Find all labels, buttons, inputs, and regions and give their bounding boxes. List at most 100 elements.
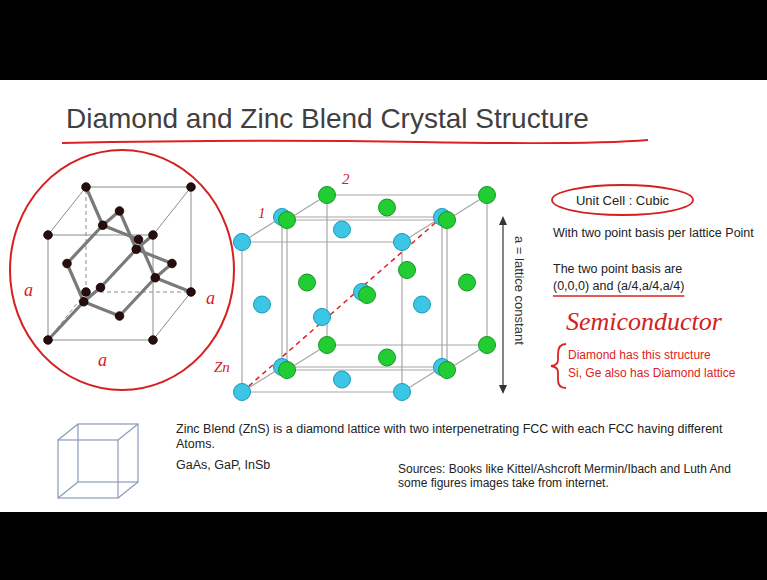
green-atom (379, 349, 396, 366)
atom (82, 183, 91, 192)
atom-label: Zn (212, 358, 232, 376)
cyan-atom (414, 296, 431, 313)
cyan-atom (314, 309, 331, 326)
bond (101, 249, 137, 287)
green-atom (439, 362, 456, 379)
top-bar (0, 0, 767, 80)
diamond-lattice (44, 183, 196, 345)
cube-edge (86, 187, 87, 292)
green-atom (459, 274, 476, 291)
cube-edge (191, 187, 192, 292)
bond (86, 187, 103, 225)
cyan-atom (234, 234, 251, 251)
cyan-atom (334, 221, 351, 238)
atom (151, 273, 160, 282)
atom (79, 297, 88, 306)
cube-edge (86, 187, 191, 188)
body-text: GaAs, GaP, InSb (176, 458, 270, 473)
cube-edge (48, 340, 153, 341)
atom (149, 231, 158, 240)
bond (136, 249, 172, 263)
bond (67, 225, 103, 263)
title-underline (62, 140, 648, 143)
atom (63, 259, 72, 268)
green-atom (479, 337, 496, 354)
cube-edge (327, 194, 487, 195)
emphasis-underline (553, 295, 684, 296)
note-text: The two point basis are (553, 262, 682, 277)
cyan-atom (394, 234, 411, 251)
bond (67, 264, 84, 302)
atom (96, 283, 105, 292)
green-atom (319, 337, 336, 354)
cube-edge (287, 369, 447, 370)
circled-heading: Unit Cell : Cubic (551, 184, 694, 216)
note-text: (0,0,0) and (a/4,a/4,a/4) (553, 279, 684, 294)
note-text: With two point basis per lattice Point (553, 226, 763, 241)
zinc-blende-lattice (234, 187, 496, 401)
note-text: Diamond has this structure (568, 348, 711, 362)
bond (48, 302, 84, 340)
callout-number: 1 (256, 204, 268, 222)
green-atom (399, 262, 416, 279)
atom (149, 336, 158, 345)
green-atom (479, 187, 496, 204)
dimension-mark: a (96, 350, 109, 372)
atom (187, 183, 196, 192)
body-text: Zinc Blend (ZnS) is a diamond lattice wi… (176, 422, 756, 452)
cube-edge (287, 219, 447, 220)
green-atom (319, 187, 336, 204)
green-atom (379, 199, 396, 216)
green-atom (299, 274, 316, 291)
dimension-label: a = lattice constant (511, 236, 527, 345)
callout-number: 2 (340, 170, 352, 188)
cube-edge (153, 187, 191, 235)
atom (98, 221, 107, 230)
bond (84, 302, 120, 316)
cube-edge (282, 366, 442, 367)
green-atom (359, 287, 376, 304)
atom (187, 288, 196, 297)
cube-edge (153, 292, 191, 340)
cube-edge (486, 195, 487, 345)
dimension-mark: a (204, 288, 217, 310)
dimension-arrow (499, 216, 507, 394)
cube-edge (153, 235, 154, 340)
cube-edge (327, 344, 487, 345)
cyan-atom (254, 296, 271, 313)
green-atom (279, 362, 296, 379)
cube-edge (446, 220, 447, 370)
cube-edge (281, 217, 282, 367)
highlight-circle (10, 150, 234, 390)
bond (103, 225, 139, 239)
green-atom (279, 212, 296, 229)
atom (44, 231, 53, 240)
node-text: Unit Cell : Cubic (576, 193, 669, 208)
body-diagonal (242, 217, 442, 392)
atom (168, 259, 177, 268)
note-text: Si, Ge also has Diamond lattice (568, 366, 735, 380)
slide-title: Diamond and Zinc Blend Crystal Structure (66, 102, 589, 136)
cube-edge (242, 241, 402, 242)
bottom-bar (0, 512, 767, 580)
cube-edge (282, 216, 442, 217)
cube-edge (242, 391, 402, 392)
small-cube-sketch (58, 424, 138, 498)
source-note: Sources: Books like Kittel/Ashcroft Merm… (398, 462, 748, 491)
cyan-atom (334, 371, 351, 388)
bond (120, 278, 156, 316)
atom (115, 312, 124, 321)
atom (132, 245, 141, 254)
bond (120, 211, 137, 249)
atom (82, 288, 91, 297)
bond (155, 278, 191, 292)
cube-edge (241, 242, 242, 392)
bond (139, 240, 156, 278)
dimension-mark: a (22, 280, 35, 302)
cube-edge (48, 187, 86, 235)
handwritten-note: Semiconductor (566, 306, 722, 337)
green-atom (439, 212, 456, 229)
cyan-atom (394, 384, 411, 401)
cube-edge (286, 220, 287, 370)
ellipse-shape (552, 185, 693, 215)
